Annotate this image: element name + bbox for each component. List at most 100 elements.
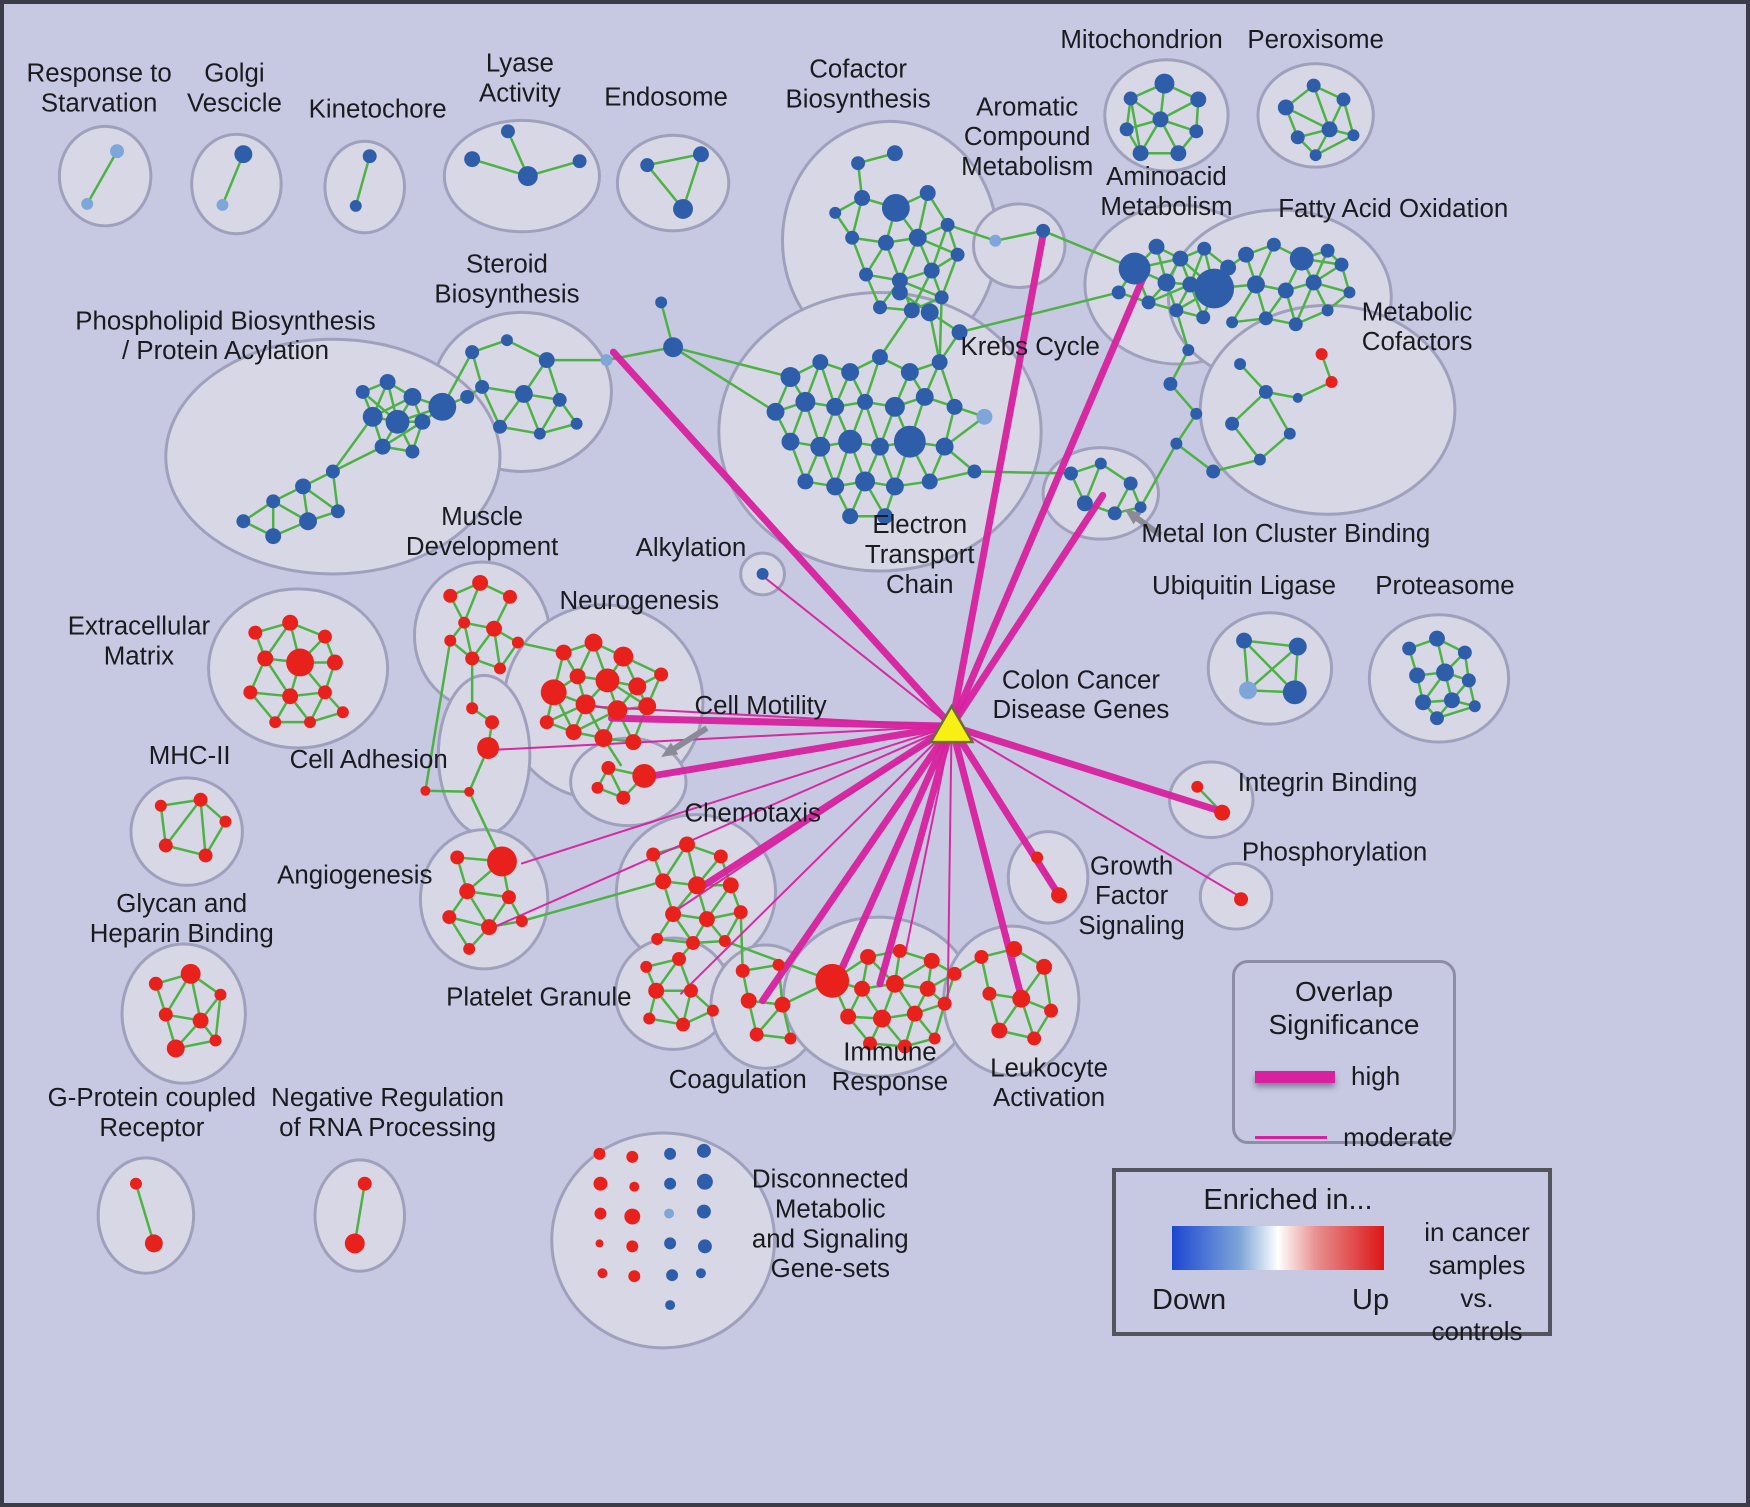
- gene-set-node[interactable]: [569, 668, 586, 685]
- gene-set-node[interactable]: [625, 734, 642, 751]
- gene-set-node[interactable]: [295, 478, 312, 495]
- gene-set-node[interactable]: [640, 960, 653, 973]
- gene-set-node[interactable]: [774, 996, 791, 1013]
- gene-set-node[interactable]: [1321, 304, 1334, 317]
- gene-set-node[interactable]: [362, 149, 377, 164]
- gene-set-node[interactable]: [282, 688, 299, 705]
- gene-set-node[interactable]: [472, 574, 489, 591]
- gene-set-node[interactable]: [967, 464, 982, 479]
- gene-set-node[interactable]: [664, 1147, 677, 1160]
- gene-set-node[interactable]: [1334, 257, 1349, 272]
- gene-set-node[interactable]: [664, 1237, 677, 1250]
- gene-set-node[interactable]: [1468, 700, 1481, 713]
- gene-set-node[interactable]: [317, 629, 332, 644]
- gene-set-node[interactable]: [1430, 711, 1444, 726]
- gene-set-node[interactable]: [594, 1207, 607, 1220]
- gene-set-node[interactable]: [565, 724, 582, 741]
- gene-set-node[interactable]: [863, 1036, 877, 1051]
- gene-set-node[interactable]: [487, 846, 517, 877]
- gene-set-node[interactable]: [919, 980, 936, 997]
- gene-set-node[interactable]: [443, 588, 458, 603]
- gene-set-node[interactable]: [475, 379, 490, 394]
- gene-set-node[interactable]: [500, 334, 513, 347]
- gene-set-node[interactable]: [950, 247, 965, 262]
- gene-set-node[interactable]: [679, 836, 695, 853]
- gene-set-node[interactable]: [1343, 286, 1356, 299]
- gene-set-node[interactable]: [1443, 692, 1460, 709]
- gene-set-node[interactable]: [591, 781, 604, 794]
- gene-set-node[interactable]: [629, 1181, 640, 1192]
- gene-set-node[interactable]: [885, 974, 904, 993]
- gene-set-node[interactable]: [676, 1017, 690, 1032]
- gene-set-node[interactable]: [265, 528, 282, 545]
- gene-set-node[interactable]: [638, 697, 657, 716]
- gene-set-node[interactable]: [655, 296, 668, 309]
- gene-set-node[interactable]: [840, 1008, 857, 1025]
- gene-set-node[interactable]: [665, 1300, 676, 1311]
- gene-set-node[interactable]: [572, 154, 587, 169]
- gene-set-node[interactable]: [511, 636, 524, 649]
- gene-set-node[interactable]: [219, 815, 232, 828]
- gene-set-node[interactable]: [1282, 680, 1307, 705]
- gene-set-node[interactable]: [1283, 427, 1296, 440]
- gene-set-node[interactable]: [1051, 887, 1067, 904]
- gene-set-node[interactable]: [1234, 892, 1249, 907]
- gene-set-node[interactable]: [1288, 317, 1303, 332]
- gene-set-node[interactable]: [646, 847, 661, 862]
- gene-set-node[interactable]: [687, 876, 706, 895]
- gene-set-node[interactable]: [234, 145, 253, 164]
- gene-set-node[interactable]: [282, 614, 299, 631]
- gene-set-node[interactable]: [1012, 989, 1031, 1008]
- gene-set-node[interactable]: [607, 700, 628, 721]
- gene-set-node[interactable]: [1320, 243, 1335, 258]
- gene-set-node[interactable]: [923, 262, 940, 279]
- gene-set-node[interactable]: [458, 616, 471, 629]
- gene-set-node[interactable]: [1347, 129, 1360, 142]
- gene-set-node[interactable]: [593, 1176, 608, 1191]
- gene-set-node[interactable]: [891, 272, 908, 289]
- gene-set-node[interactable]: [643, 1012, 656, 1025]
- gene-set-node[interactable]: [1292, 392, 1303, 403]
- gene-set-node[interactable]: [881, 193, 910, 222]
- gene-set-node[interactable]: [1044, 1003, 1059, 1018]
- gene-set-node[interactable]: [326, 654, 343, 671]
- gene-set-node[interactable]: [686, 936, 700, 950]
- gene-set-node[interactable]: [1163, 377, 1178, 391]
- gene-set-node[interactable]: [613, 646, 634, 667]
- gene-set-node[interactable]: [555, 644, 572, 661]
- gene-set-node[interactable]: [570, 417, 583, 430]
- gene-set-node[interactable]: [628, 1270, 641, 1283]
- gene-set-node[interactable]: [1182, 344, 1195, 357]
- gene-set-node[interactable]: [214, 988, 227, 1001]
- gene-set-node[interactable]: [1325, 376, 1338, 388]
- gene-set-node[interactable]: [626, 1240, 639, 1253]
- gene-set-node[interactable]: [851, 156, 866, 171]
- gene-set-node[interactable]: [934, 290, 949, 305]
- gene-set-node[interactable]: [595, 1239, 604, 1248]
- gene-set-node[interactable]: [812, 354, 829, 371]
- gene-set-node[interactable]: [1118, 252, 1151, 285]
- gene-set-node[interactable]: [1076, 495, 1093, 512]
- gene-set-node[interactable]: [756, 567, 769, 580]
- gene-set-node[interactable]: [420, 785, 431, 796]
- disease-genes-hub[interactable]: [928, 703, 975, 744]
- gene-set-node[interactable]: [538, 352, 555, 369]
- gene-set-node[interactable]: [444, 634, 457, 647]
- gene-set-node[interactable]: [672, 951, 687, 966]
- gene-set-node[interactable]: [989, 234, 1002, 247]
- gene-set-node[interactable]: [465, 345, 480, 360]
- gene-set-node[interactable]: [628, 677, 647, 696]
- gene-set-node[interactable]: [877, 234, 894, 251]
- gene-set-node[interactable]: [616, 790, 631, 805]
- gene-set-node[interactable]: [692, 146, 709, 163]
- gene-set-node[interactable]: [780, 367, 801, 387]
- gene-set-node[interactable]: [931, 354, 948, 371]
- gene-set-node[interactable]: [991, 1022, 1008, 1039]
- gene-set-node[interactable]: [514, 384, 533, 403]
- gene-set-node[interactable]: [1306, 78, 1321, 93]
- gene-set-node[interactable]: [859, 267, 874, 282]
- gene-set-node[interactable]: [1226, 316, 1239, 329]
- gene-set-node[interactable]: [1194, 268, 1235, 309]
- gene-set-node[interactable]: [872, 349, 888, 366]
- gene-set-node[interactable]: [663, 337, 684, 358]
